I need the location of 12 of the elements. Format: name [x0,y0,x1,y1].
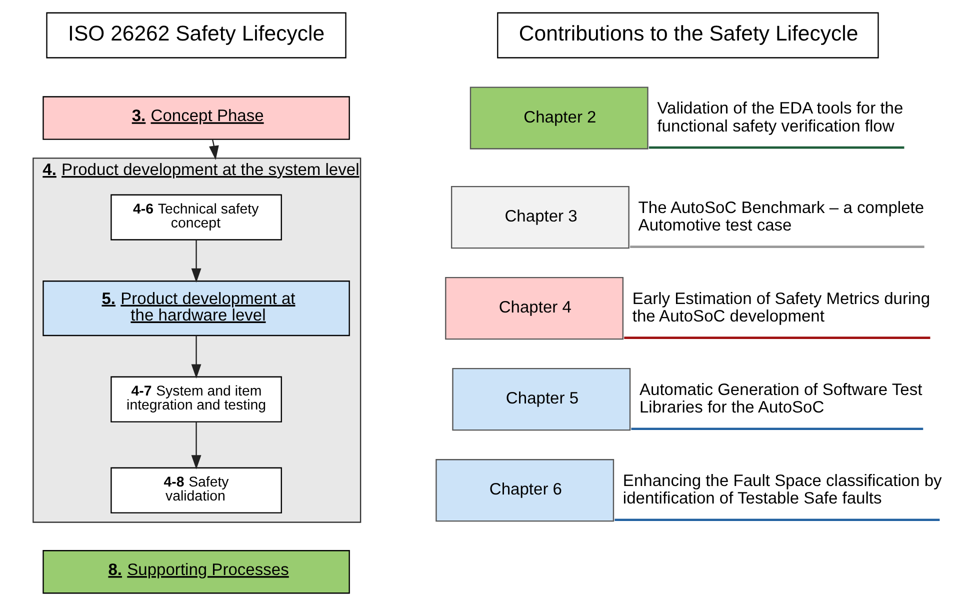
node-box: 8. Supporting Processes [42,550,350,594]
node-box: 5. Product development at the hardware level [42,280,350,336]
node-box: 4-7 System and item integration and testing [110,376,282,422]
node-box: 3. Concept Phase [42,96,350,140]
arrow [209,140,219,160]
node-box: Contributions to the Safety Lifecycle [497,12,879,58]
arrow [191,336,202,378]
node-box: 4-8 Safety validation [110,467,282,514]
arrow [191,240,202,283]
node-box: 4-6 Technical safety concept [110,194,282,240]
arrow [191,422,202,470]
node-box: ISO 26262 Safety Lifecycle [46,12,346,58]
